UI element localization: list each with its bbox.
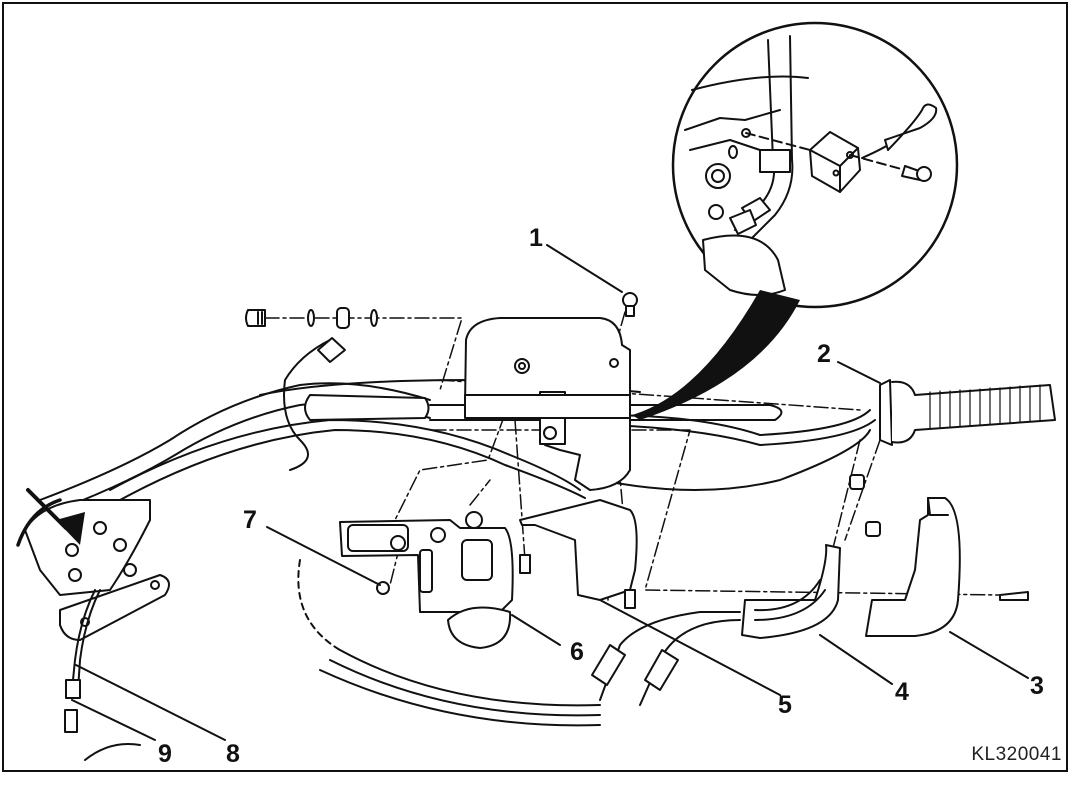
upper-switch-housing — [464, 317, 631, 491]
callout-1: 1 — [529, 224, 543, 252]
callout-5: 5 — [778, 691, 792, 719]
inset-pointer — [632, 290, 800, 420]
callout-7: 7 — [243, 506, 257, 534]
figure-reference-code: KL320041 — [971, 744, 1062, 765]
heated-grip — [879, 379, 1056, 446]
left-switch-unit — [339, 511, 514, 649]
brake-hoses — [297, 559, 741, 727]
lower-switch-housing — [519, 499, 638, 609]
callout-4: 4 — [895, 678, 909, 706]
detail-inset — [671, 21, 959, 309]
cable-guide-cover — [741, 474, 881, 639]
handlebar — [39, 337, 876, 516]
callout-3: 3 — [1030, 672, 1044, 700]
outer-cover — [865, 497, 1029, 637]
callout-8: 8 — [226, 740, 240, 768]
handlebar-clamp — [16, 498, 170, 761]
leader-lines — [71, 244, 1029, 741]
screw-1 — [622, 292, 638, 317]
arrow-indicator — [26, 488, 85, 545]
callout-2: 2 — [817, 340, 831, 368]
callout-6: 6 — [570, 638, 584, 666]
banjo-bolt-assembly — [245, 307, 378, 329]
callout-9: 9 — [158, 740, 172, 768]
figure-border — [2, 2, 1068, 772]
